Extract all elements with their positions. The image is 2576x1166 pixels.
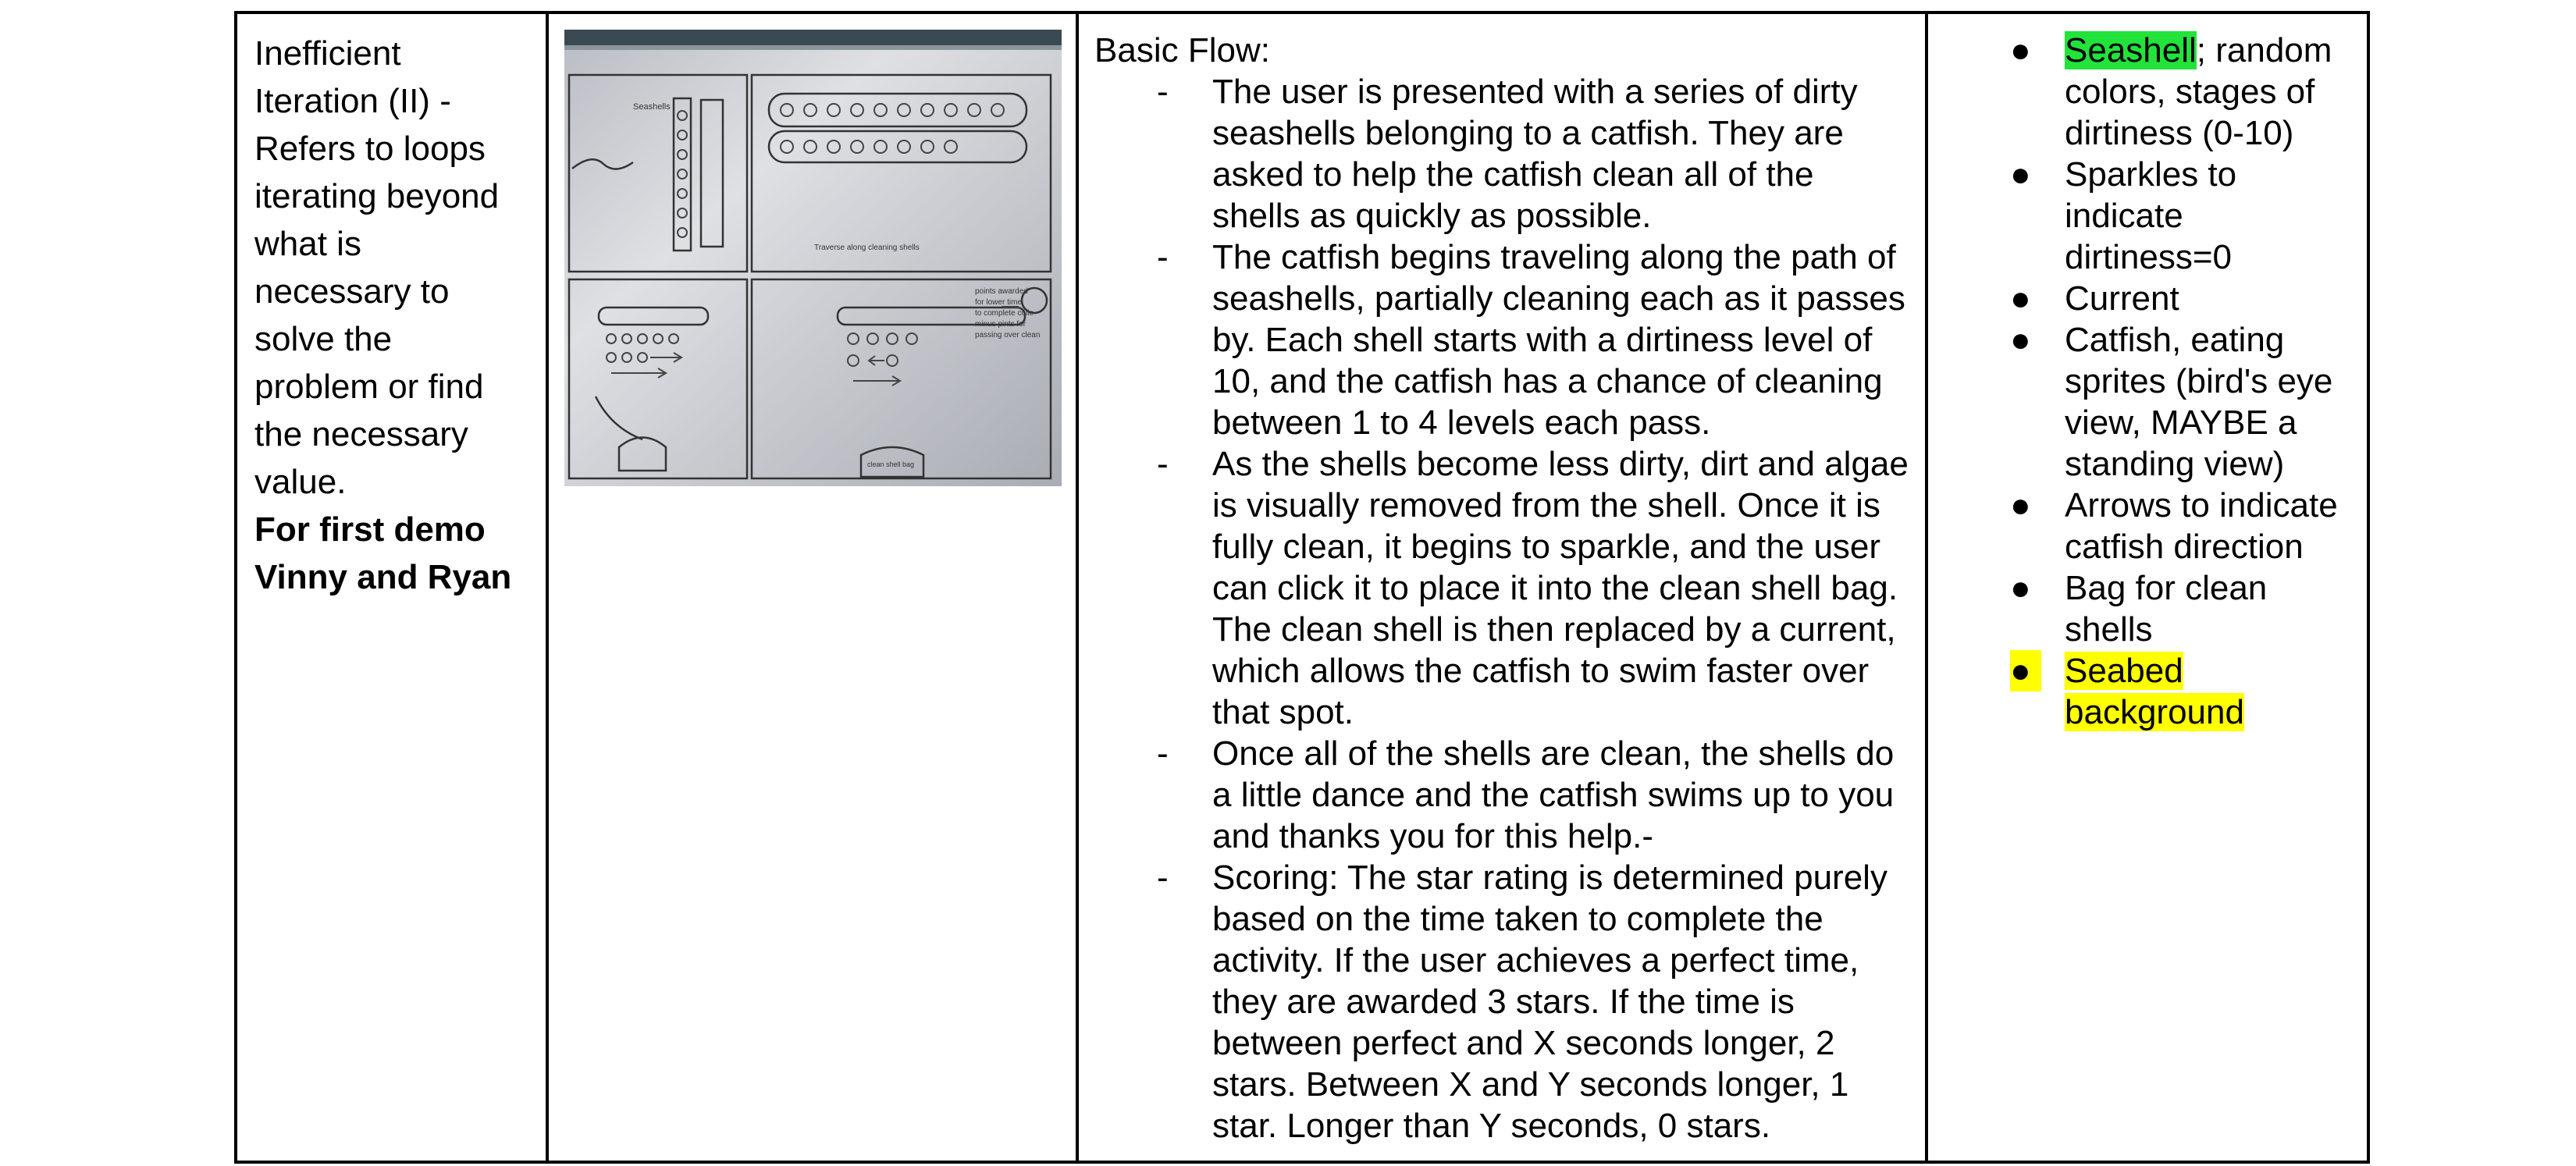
asset-text: Bag for clean shells: [2065, 569, 2268, 649]
list-item: - Scoring: The star rating is determined …: [1094, 857, 1909, 1146]
sketch-annotation-line: to complete colle: [975, 309, 1034, 318]
dash-marker: -: [1157, 73, 1169, 111]
asset-text: Arrows to indicate catfish direction: [2065, 486, 2338, 566]
bullet-icon: ●: [2010, 486, 2031, 524]
list-item: - As the shells become less dirty, dirt a…: [1094, 443, 1909, 733]
asset-text: Sparkles to indicate dirtiness=0: [2065, 155, 2237, 276]
list-item: ● Current: [1939, 278, 2356, 319]
sketch-annotation-line: points awarded: [975, 287, 1028, 296]
sketch-panel2-note: Traverse along cleaning shells: [814, 244, 920, 252]
bullet-icon: ●: [2010, 569, 2031, 607]
sketch-annotation-line: for lower time: [975, 298, 1022, 307]
seashell-highlight: Seashell: [2065, 31, 2197, 69]
seashell-detail: ; random colors, stages of dirtiness (0-…: [2065, 31, 2332, 152]
list-item: - The user is presented with a series of …: [1094, 71, 1909, 236]
basic-flow-cell: Basic Flow: - The user is presented with …: [1076, 11, 1928, 1164]
concept-line: necessary to: [254, 272, 450, 311]
list-item: ● Seashell; random colors, stages of dirt…: [1939, 30, 2356, 154]
bullet-icon: ●: [2010, 279, 2031, 318]
list-item: ● Seabed background: [1939, 650, 2356, 733]
concept-line: what is: [254, 225, 361, 263]
concept-line: Refers to loops: [254, 130, 486, 168]
flow-list: - The user is presented with a series of …: [1094, 71, 1909, 1146]
concept-line: value.: [254, 463, 347, 501]
basic-flow-heading: Basic Flow:: [1094, 31, 1270, 69]
concept-line: Iteration (II) -: [254, 82, 451, 120]
concept-line: iterating beyond: [254, 177, 500, 215]
dash-marker: -: [1157, 734, 1169, 773]
flow-item-text: Once all of the shells are clean, the sh…: [1212, 734, 1895, 855]
sketch-annotation-line: passing over clean: [975, 331, 1040, 339]
list-item: - The catfish begins traveling along the …: [1094, 236, 1909, 443]
bullet-icon: ●: [2010, 31, 2031, 69]
document-table: Inefficient Iteration (II) - Refers to l…: [234, 11, 2370, 1164]
list-item: - Once all of the shells are clean, the s…: [1094, 733, 1909, 857]
table-row: Inefficient Iteration (II) - Refers to l…: [234, 11, 2370, 1164]
assets-cell: ● Seashell; random colors, stages of dirt…: [1925, 11, 2370, 1164]
list-item: ● Arrows to indicate catfish direction: [1939, 485, 2356, 567]
sketch-label-seashells: Seashells: [633, 102, 671, 112]
dash-marker: -: [1157, 238, 1169, 276]
concept-line: problem or find: [254, 368, 484, 406]
asset-text: Current: [2065, 279, 2179, 318]
list-item: ● Bag for clean shells: [1939, 567, 2356, 650]
concept-cell: Inefficient Iteration (II) - Refers to l…: [234, 11, 549, 1164]
assets-list: ● Seashell; random colors, stages of dirt…: [1939, 30, 2356, 733]
bullet-icon: ●: [2010, 155, 2031, 194]
sketch-cell: Seashells Traverse along cleaning shells…: [546, 11, 1079, 1164]
flow-item-text: The catfish begins traveling along the p…: [1212, 238, 1905, 442]
demo-note-line1: For first demo: [254, 510, 486, 549]
list-item: ● Catfish, eating sprites (bird's eye vie…: [1939, 319, 2356, 485]
dash-marker: -: [1157, 859, 1169, 897]
asset-text: Catfish, eating sprites (bird's eye view…: [2065, 321, 2333, 483]
bullet-icon: ●: [2010, 650, 2041, 691]
concept-line: the necessary: [254, 415, 468, 453]
bullet-icon: ●: [2010, 321, 2031, 359]
demo-note-line2: Vinny and Ryan: [254, 558, 512, 596]
concept-line: Inefficient: [254, 34, 401, 73]
flow-item-text: Scoring: The star rating is determined p…: [1212, 859, 1888, 1145]
seabed-highlight: Seabed background: [2065, 652, 2244, 731]
list-item: ● Sparkles to indicate dirtiness=0: [1939, 154, 2356, 278]
flow-item-text: As the shells become less dirty, dirt an…: [1212, 445, 1909, 731]
concept-line: solve the: [254, 320, 393, 358]
dash-marker: -: [1157, 445, 1169, 483]
sketch-annotation-line: minus pints for: [975, 320, 1026, 329]
sketch-bag-label: clean shell bag: [867, 460, 914, 468]
whiteboard-sketch-image: Seashells Traverse along cleaning shells…: [564, 30, 1062, 486]
flow-item-text: The user is presented with a series of d…: [1212, 73, 1858, 235]
